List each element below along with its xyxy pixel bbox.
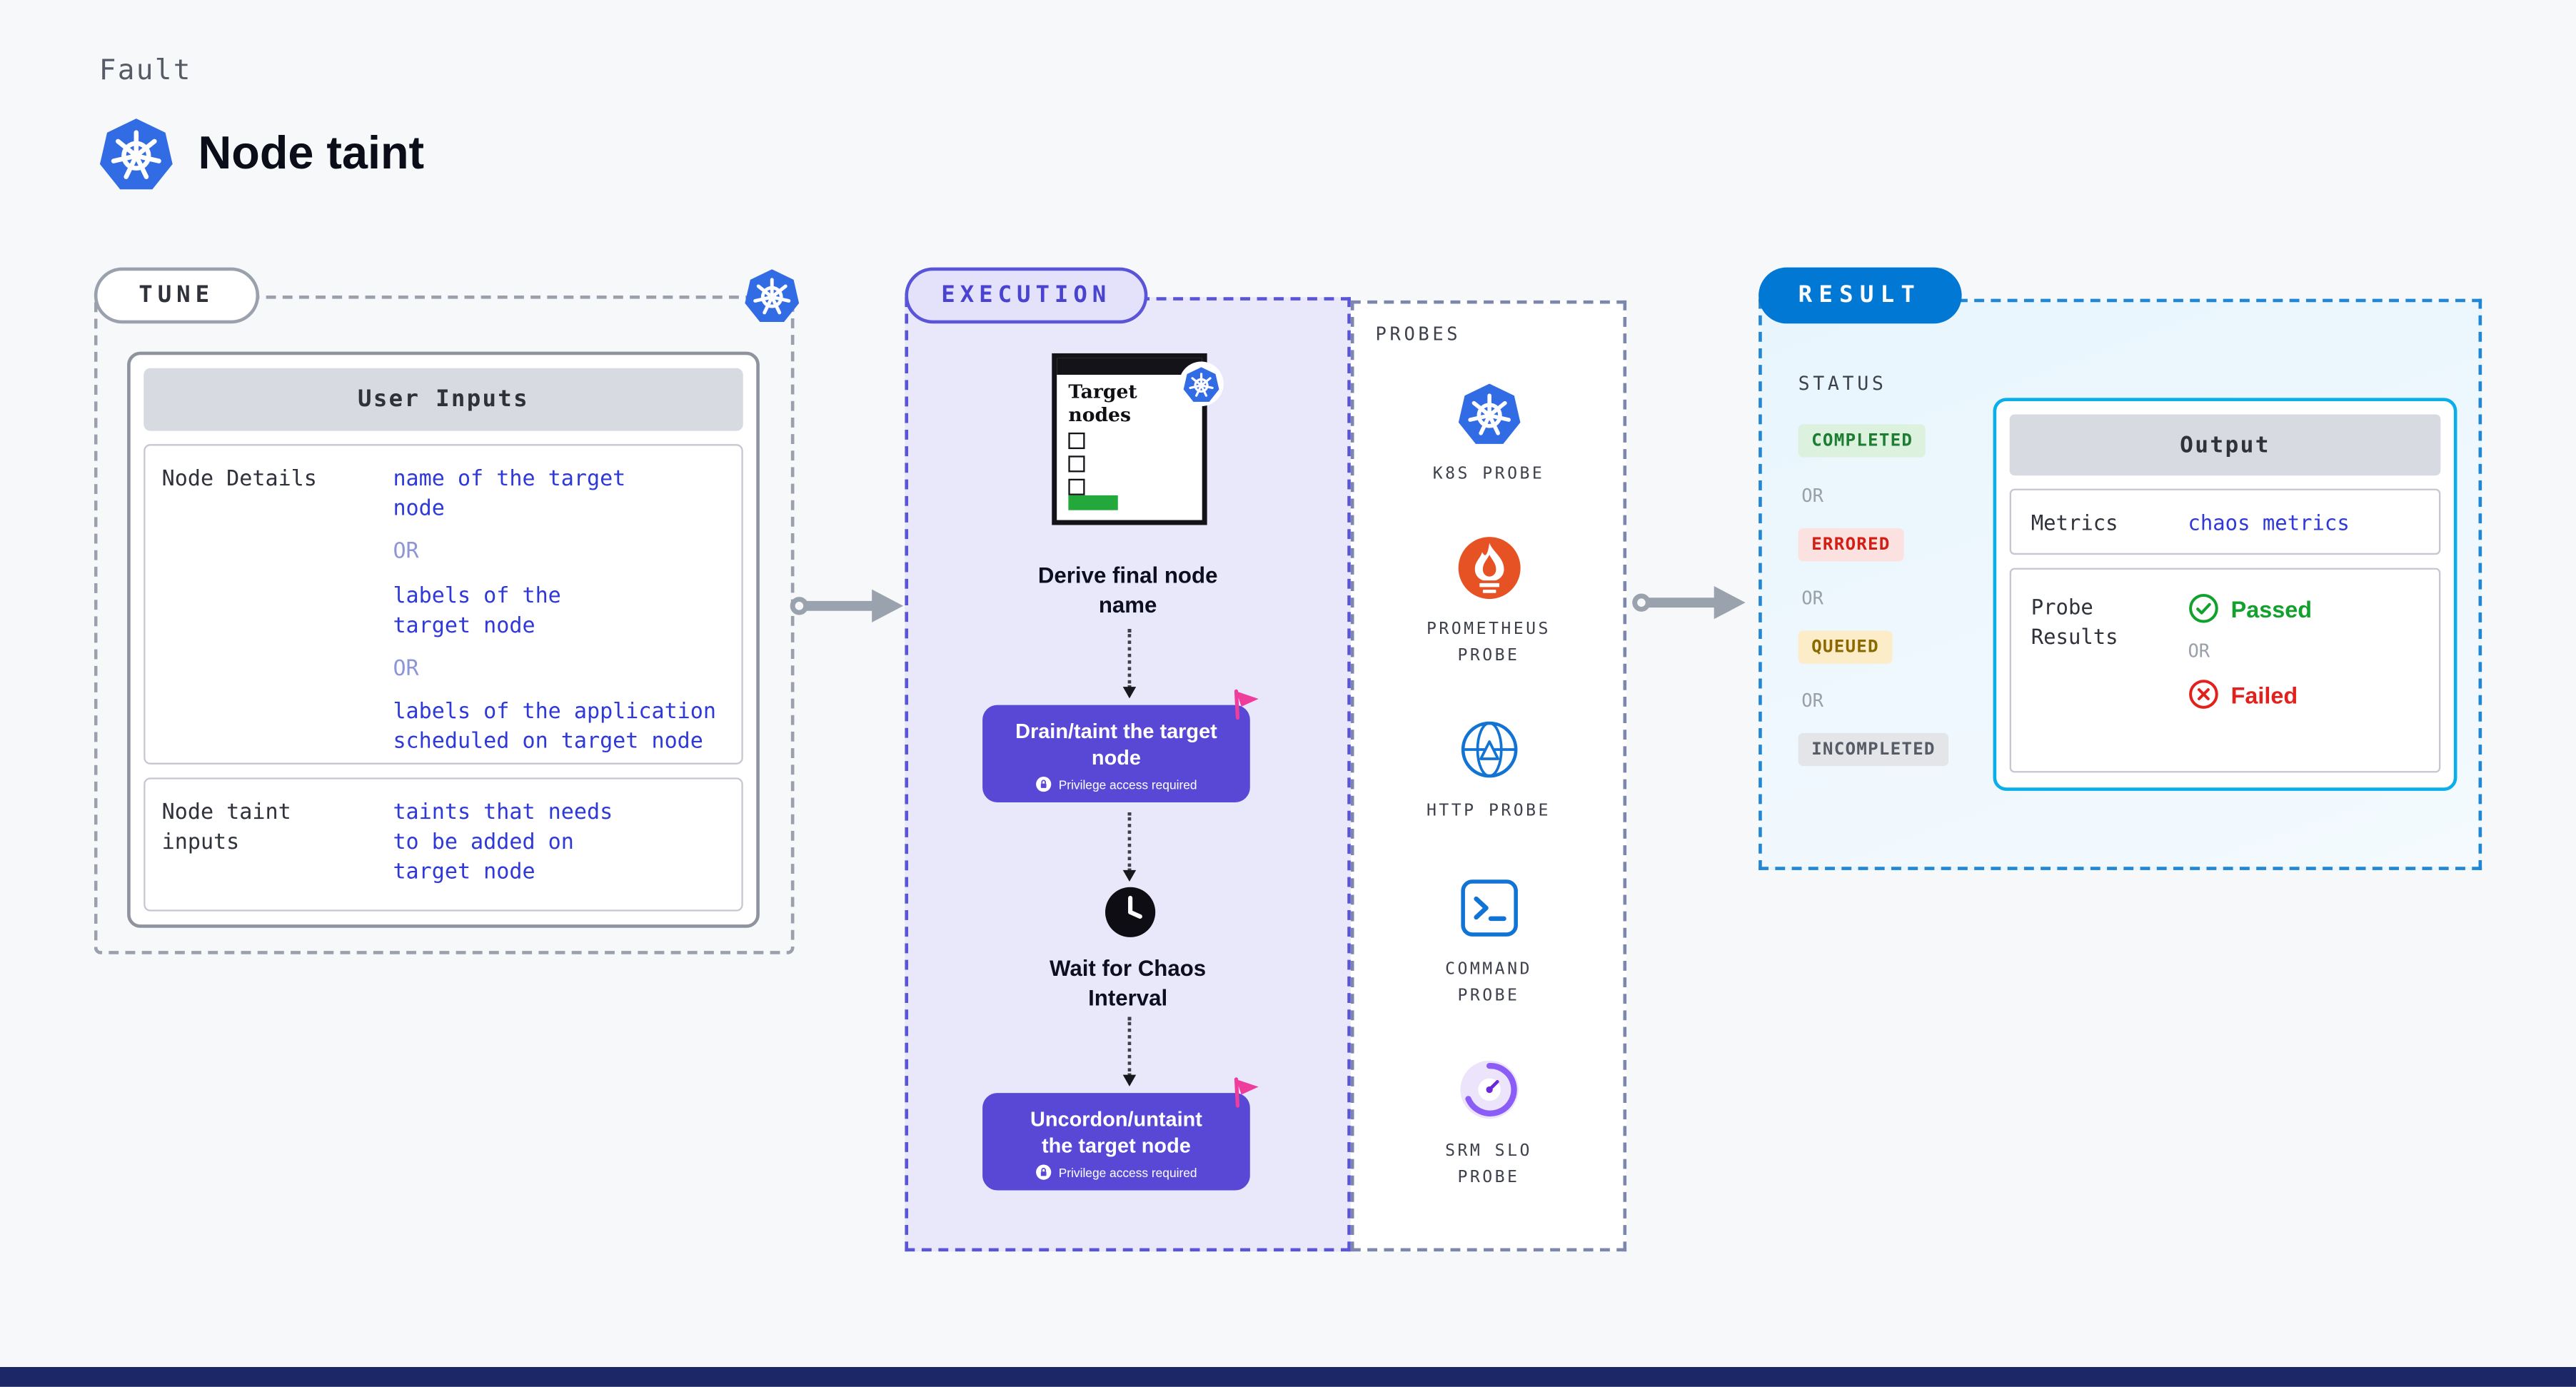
probe-results-values: Passed OR Failed xyxy=(2188,592,2312,710)
flow-arrow-tune-to-execution xyxy=(790,589,904,622)
kubernetes-logo-icon xyxy=(97,114,175,192)
node-taint-inputs-row: Node taint inputs taints that needs to b… xyxy=(144,777,743,912)
drain-taint-step: Drain/taint the target node Privilege ac… xyxy=(982,705,1250,803)
probe-item-prometheus: PROMETHEUS PROBE xyxy=(1354,535,1623,668)
wait-chaos-label: Wait for Chaos Interval xyxy=(1050,956,1207,1010)
srm-slo-probe-icon xyxy=(1456,1056,1522,1123)
fault-kicker: Fault xyxy=(99,54,192,88)
tune-kubernetes-icon xyxy=(743,266,801,323)
clock-icon xyxy=(1103,885,1157,939)
http-probe-icon xyxy=(1456,717,1522,783)
failed-x-icon xyxy=(2188,679,2219,710)
connector-arrow xyxy=(1120,1017,1139,1093)
execution-pill: EXECUTION xyxy=(905,267,1148,324)
page-title: Node taint xyxy=(198,127,425,178)
probe-results-row: Probe Results Passed OR Failed xyxy=(2009,568,2441,773)
uncordon-untaint-step: Uncordon/untaint the target node Privile… xyxy=(982,1093,1250,1191)
progress-bar xyxy=(1068,495,1118,510)
checkbox-icon xyxy=(1068,479,1085,496)
connector-arrow xyxy=(1120,812,1139,888)
k8s-probe-icon xyxy=(1456,380,1522,446)
or-separator: OR xyxy=(1801,587,1823,610)
or-separator: OR xyxy=(2188,640,2210,662)
flag-icon xyxy=(1227,686,1266,725)
passed-line: Passed xyxy=(2188,592,2312,624)
row-value: name of the target node OR labels of the… xyxy=(393,465,725,755)
metrics-row: Metrics chaos metrics xyxy=(2009,488,2441,555)
lock-icon xyxy=(1035,1164,1052,1181)
privilege-label: Privilege access required xyxy=(1058,777,1197,792)
target-nodes-title: Target nodes xyxy=(1068,379,1137,425)
http-probe-label: HTTP PROBE xyxy=(1427,802,1551,821)
tune-section xyxy=(94,295,795,954)
failed-line: Failed xyxy=(2188,679,2312,710)
output-card: Output Metrics chaos metrics Probe Resul… xyxy=(1993,398,2457,791)
probe-item-k8s: K8S PROBE xyxy=(1354,380,1623,488)
flag-icon xyxy=(1227,1074,1266,1114)
probes-panel: PROBES K8S PROBE PROMETHEUS PROBE HTTP P… xyxy=(1350,300,1627,1252)
row-label: Node Details xyxy=(161,467,317,493)
prometheus-probe-icon xyxy=(1456,535,1522,601)
probe-item-srm-slo: SRM SLO PROBE xyxy=(1354,1056,1623,1190)
probe-item-http: HTTP PROBE xyxy=(1354,717,1623,824)
output-header: Output xyxy=(2009,414,2441,476)
command-probe-label: COMMAND PROBE xyxy=(1445,961,1532,1005)
row-value: taints that needs to be added on target … xyxy=(393,799,725,889)
result-section: STATUS COMPLETED OR ERRORED OR QUEUED OR… xyxy=(1759,298,2482,870)
command-probe-icon xyxy=(1456,875,1522,942)
k8s-probe-label: K8S PROBE xyxy=(1432,465,1545,484)
card-kubernetes-badge-icon xyxy=(1179,361,1224,406)
checkbox-icon xyxy=(1068,455,1085,473)
probe-item-command: COMMAND PROBE xyxy=(1354,875,1623,1009)
failed-label: Failed xyxy=(2230,681,2298,708)
user-inputs-header: User Inputs xyxy=(144,368,743,431)
execution-section: Target nodes Derive final node name Drai… xyxy=(905,297,1351,1252)
status-badge-completed: COMPLETED xyxy=(1798,424,1926,458)
or-separator: OR xyxy=(1801,690,1823,712)
or-separator: OR xyxy=(393,657,419,682)
step-title: Uncordon/untaint the target node xyxy=(1030,1107,1202,1158)
privilege-label: Privilege access required xyxy=(1058,1164,1197,1180)
tune-pill: TUNE xyxy=(94,267,259,324)
passed-check-icon xyxy=(2188,592,2219,624)
status-badge-incompleted: INCOMPLETED xyxy=(1798,732,1949,767)
probes-label: PROBES xyxy=(1375,323,1461,346)
result-pill: RESULT xyxy=(1759,267,1961,324)
passed-label: Passed xyxy=(2230,595,2313,622)
status-label: STATUS xyxy=(1798,371,1887,395)
node-taint-inputs-value: taints that needs to be added on target … xyxy=(393,800,613,886)
flow-arrow-execution-to-result xyxy=(1632,586,1746,620)
probe-results-label: Probe Results xyxy=(2031,594,2118,648)
lock-icon xyxy=(1035,776,1052,792)
privilege-note: Privilege access required xyxy=(982,776,1250,792)
or-separator: OR xyxy=(393,540,419,565)
row-label: Node taint inputs xyxy=(161,800,291,856)
metrics-label: Metrics xyxy=(2031,509,2118,535)
bottom-bar xyxy=(0,1366,2576,1387)
step-title: Drain/taint the target node xyxy=(1015,720,1217,770)
card-title-bar xyxy=(1057,358,1202,375)
prometheus-probe-label: PROMETHEUS PROBE xyxy=(1427,620,1551,665)
node-details-value-2: labels of the target node xyxy=(393,583,561,639)
derive-node-label: Derive final node name xyxy=(1037,563,1218,617)
target-nodes-card: Target nodes xyxy=(1052,353,1224,525)
or-separator: OR xyxy=(1801,485,1823,508)
privilege-note: Privilege access required xyxy=(982,1164,1250,1181)
node-details-value-3: labels of the application scheduled on t… xyxy=(393,700,716,755)
connector-arrow xyxy=(1120,629,1139,705)
status-badge-queued: QUEUED xyxy=(1798,630,1893,664)
node-details-value-1: name of the target node xyxy=(393,467,626,523)
metrics-value: chaos metrics xyxy=(2188,509,2350,535)
checkbox-icon xyxy=(1068,433,1085,450)
status-badge-errored: ERRORED xyxy=(1798,528,1904,562)
user-inputs-table: User Inputs Node Details name of the tar… xyxy=(127,351,760,928)
node-details-row: Node Details name of the target node OR … xyxy=(144,444,743,765)
srm-slo-probe-label: SRM SLO PROBE xyxy=(1445,1142,1532,1186)
